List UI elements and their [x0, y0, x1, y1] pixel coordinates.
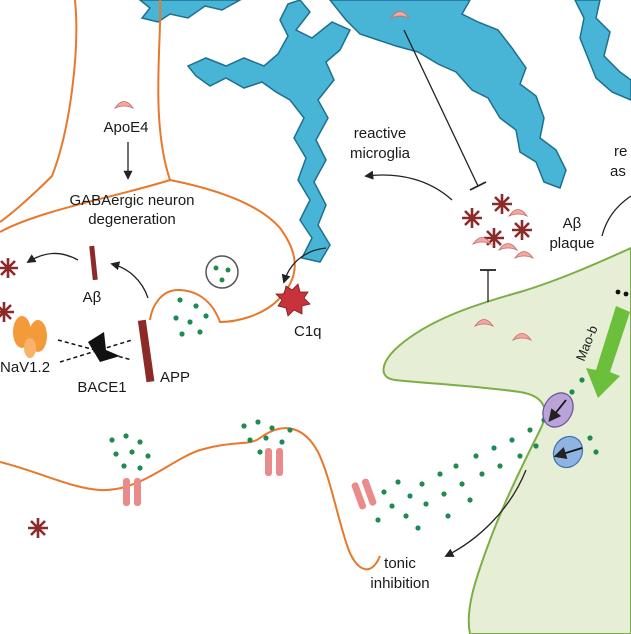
amyloid-star-icon [0, 300, 16, 324]
gaba-dots-receptors [109, 419, 293, 471]
abeta-plaque-cluster [460, 192, 534, 259]
best1-channel-purple-icon [542, 392, 574, 428]
putrescine-dots [615, 289, 629, 297]
gabaa-receptor-icon [123, 478, 141, 506]
arrow-plaque-to-microglia [364, 170, 453, 201]
gaba-release-dots [173, 297, 209, 337]
apoe4-neuron [114, 101, 134, 109]
gabaa-receptor-icon [350, 477, 378, 511]
best1-channel-blue-icon [552, 435, 584, 469]
label-abeta-plaque-1: Aβ [563, 215, 582, 232]
abeta-fragment-icon [89, 245, 98, 281]
inhibit-microglia-plaque [403, 29, 479, 187]
tonic-gaba-dots [375, 377, 599, 531]
label-abeta-fragment: Aβ [83, 289, 102, 306]
arrow-app-to-abeta [110, 261, 149, 299]
microglia-soma [329, 0, 567, 189]
label-reactive-astro-1: re [614, 143, 627, 160]
arrow-astro-to-plaque [601, 195, 631, 237]
label-abeta-plaque-2: plaque [549, 235, 594, 252]
microglia-process-right [574, 0, 631, 101]
label-tonic-2: inhibition [370, 575, 429, 592]
arrow-microglia-to-c1q [281, 247, 327, 284]
amyloid-star-icon [0, 256, 20, 280]
astrocyte-body [382, 246, 631, 634]
label-app: APP [160, 369, 190, 386]
microglia-body [138, 0, 242, 23]
neuron-axon-outline [0, 427, 381, 571]
label-reactive-microglia-2: microglia [350, 145, 411, 162]
label-c1q: C1q [294, 323, 322, 340]
label-reactive-astro-2: as [610, 163, 626, 180]
neuron-synapse-outline [149, 179, 296, 324]
gabaa-receptor-icon [265, 448, 283, 476]
microglia-process-main [186, 0, 352, 263]
label-nav12: NaV1.2 [0, 359, 50, 376]
label-tonic-1: tonic [384, 555, 416, 572]
bace1-enzyme-icon [57, 332, 133, 363]
inhibit-microglia-plaque-bar [469, 181, 487, 191]
label-bace1: BACE1 [77, 379, 126, 396]
label-gaba-degeneration-1: GABAergic neuron [69, 192, 194, 209]
c1q-complement-icon [275, 283, 311, 317]
arrow-abeta-to-star [26, 252, 79, 263]
label-reactive-microglia-1: reactive [354, 125, 407, 142]
gaba-vesicle-icon [205, 255, 239, 289]
arrow-tonic-inhibition [444, 469, 527, 557]
amyloid-star-icon [26, 516, 50, 540]
maob-arrow-icon [586, 306, 630, 398]
label-apoe4: ApoE4 [103, 119, 148, 136]
nav12-channel-icon [13, 316, 47, 358]
app-protein-icon [137, 319, 155, 383]
label-gaba-degeneration-2: degeneration [88, 211, 176, 228]
